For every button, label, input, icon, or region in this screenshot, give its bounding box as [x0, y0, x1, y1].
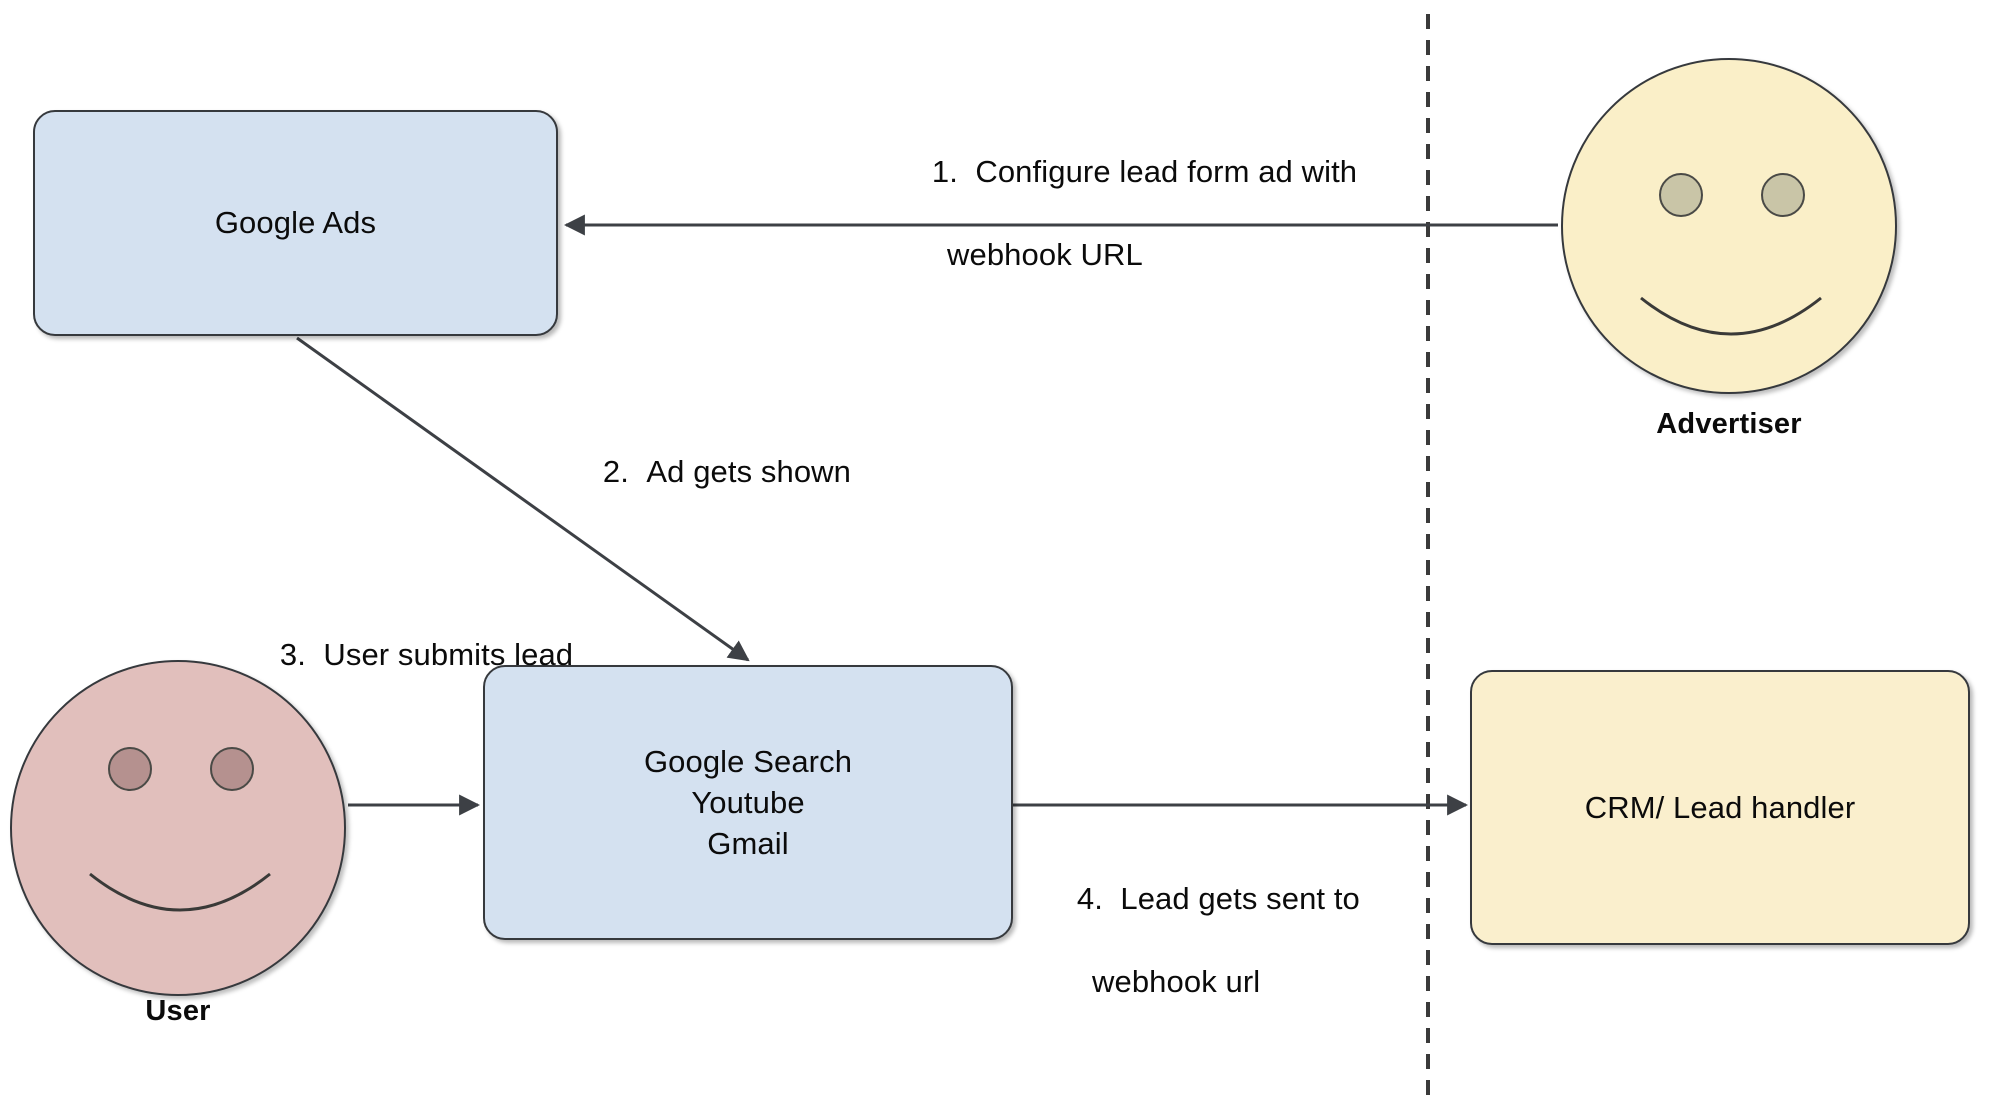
node-google-surfaces-label: Google Search Youtube Gmail	[644, 741, 852, 865]
user-smile-icon	[89, 872, 271, 912]
node-surface-line-youtube: Youtube	[691, 784, 805, 820]
node-google-ads[interactable]: Google Ads	[33, 110, 558, 336]
node-google-surfaces[interactable]: Google Search Youtube Gmail	[483, 665, 1013, 940]
step-1-number: 1.	[931, 154, 958, 190]
node-crm-lead-handler[interactable]: CRM/ Lead handler	[1470, 670, 1970, 945]
step-3-label: 3. User submits lead	[245, 593, 573, 717]
node-surface-line-search: Google Search	[643, 743, 853, 779]
step-3-line1: User submits lead	[323, 637, 574, 673]
step-1-line2: webhook URL	[947, 236, 1143, 272]
step-2-label: 2. Ad gets shown	[568, 410, 851, 534]
node-crm-label: CRM/ Lead handler	[1584, 789, 1856, 825]
node-google-ads-label: Google Ads	[214, 205, 377, 241]
step-1-line1: Configure lead form ad with	[975, 154, 1358, 190]
actor-user-label: User	[145, 995, 211, 1027]
actor-user-face[interactable]	[10, 660, 346, 996]
advertiser-left-eye	[1659, 173, 1703, 217]
node-surface-line-gmail: Gmail	[707, 826, 789, 862]
step-2-line1: Ad gets shown	[646, 454, 852, 490]
actor-advertiser-face[interactable]	[1561, 58, 1897, 394]
step-4-line2: webhook url	[1092, 963, 1261, 999]
user-right-eye	[210, 747, 254, 791]
user-left-eye	[108, 747, 152, 791]
step-3-number: 3.	[279, 637, 306, 673]
step-4-label: 4. Lead gets sent to webhook url	[1042, 837, 1360, 1084]
advertiser-smile-icon	[1640, 296, 1822, 336]
step-1-label: 1. Configure lead form ad with webhook U…	[897, 110, 1357, 357]
step-4-number: 4.	[1076, 881, 1103, 917]
actor-advertiser-label: Advertiser	[1656, 408, 1802, 440]
advertiser-right-eye	[1761, 173, 1805, 217]
step-4-line1: Lead gets sent to	[1120, 881, 1360, 917]
step-2-number: 2.	[602, 454, 629, 490]
